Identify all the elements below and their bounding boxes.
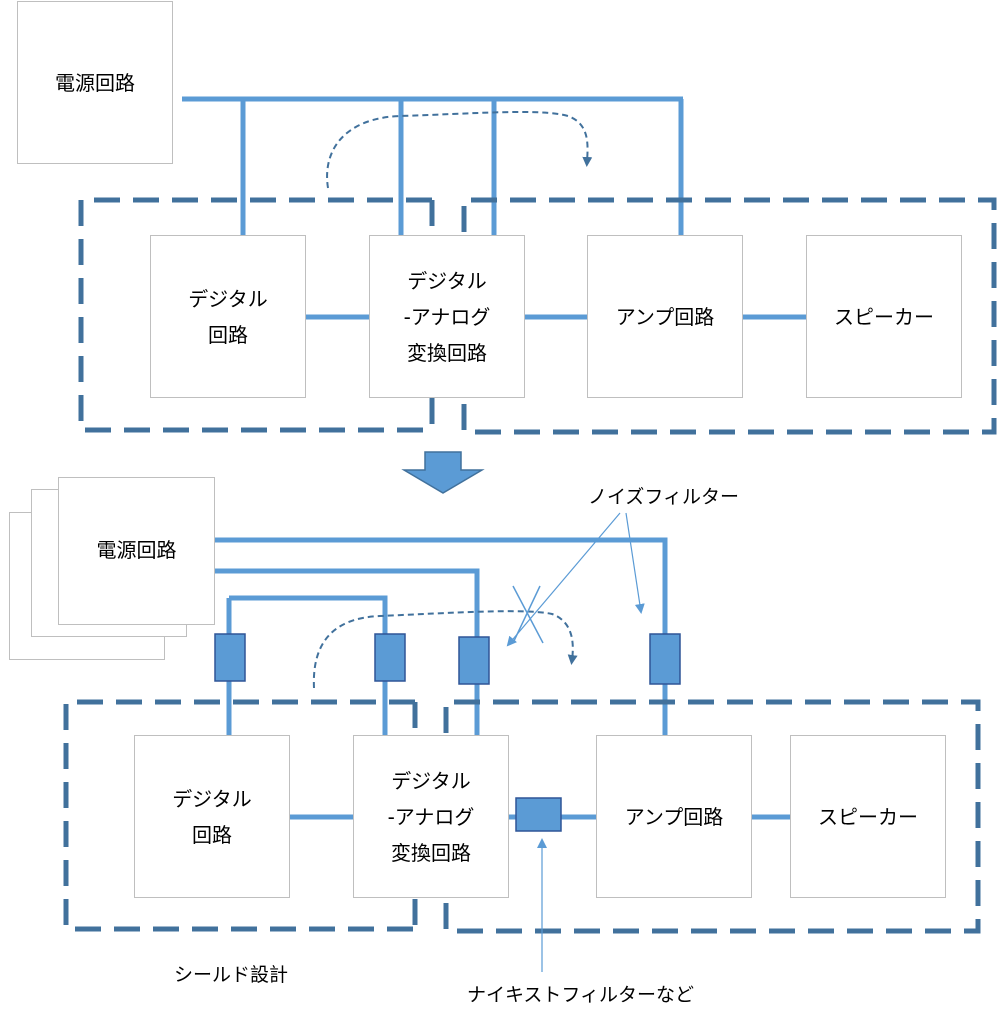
filter-amp [649,633,681,685]
nyquist-filter-label: ナイキストフィルターなど [467,984,695,1006]
top-amp-box: アンプ回路 [587,235,743,398]
filter-dac-1 [374,633,406,682]
bottom-noise-arrow [312,610,578,689]
shield-design-label: シールド設計 [174,964,289,986]
bottom-speaker-box: スピーカー [790,735,946,898]
top-power-circuit-box: 電源回路 [17,1,173,164]
bottom-amp-box: アンプ回路 [596,735,752,898]
bottom-shield-left [63,699,418,932]
top-dac-box: デジタル -アナログ 変換回路 [369,235,525,398]
noise-filter-label: ノイズフィルター [588,486,740,508]
bottom-shield-right [443,699,981,934]
bottom-digital-circuit-box: デジタル 回路 [134,735,290,898]
top-power-bus [182,96,684,236]
filter-dac-2 [458,636,490,685]
nyquist-filter-block [515,797,562,832]
down-arrow-icon [401,451,485,494]
top-speaker-box: スピーカー [806,235,962,398]
bottom-power-bus [214,537,668,735]
top-digital-circuit-box: デジタル 回路 [150,235,306,398]
top-noise-arrow [326,110,593,189]
top-shield-left [78,197,435,433]
top-shield-right [461,197,997,435]
bottom-dac-box: デジタル -アナログ 変換回路 [353,735,509,898]
filter-digital [214,633,246,682]
noise-filter-pointers [506,512,645,647]
noise-filters [214,633,681,685]
bottom-power-circuit-box: 電源回路 [58,477,215,625]
